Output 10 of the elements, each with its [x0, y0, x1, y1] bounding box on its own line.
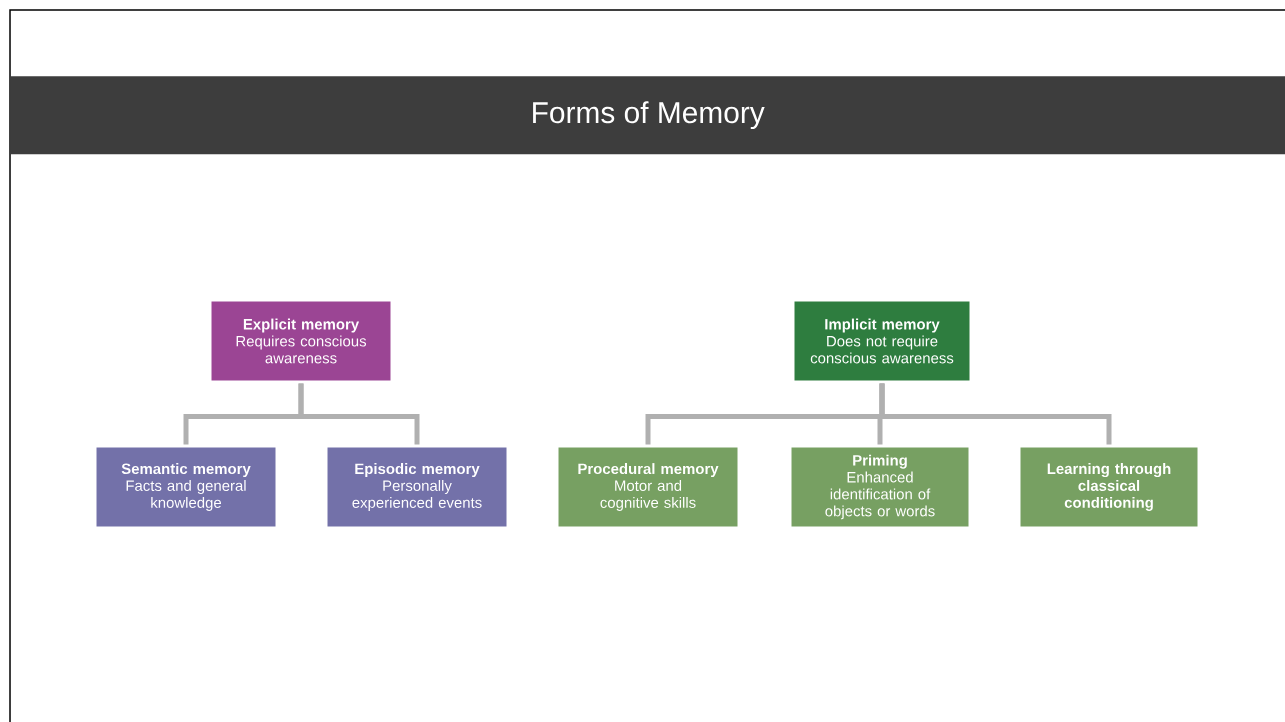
title-banner: Forms of Memory — [10, 76, 1285, 155]
memory-box: Learning through classical conditioning — [1017, 444, 1201, 530]
connector-line — [298, 383, 420, 445]
memory-box: Priming Enhanced identification of objects or words — [788, 444, 972, 530]
memory-box: Procedural memory Motor and cognitive skills — [555, 444, 741, 530]
memory-box: Semantic memory Facts and general knowledge — [93, 444, 279, 530]
connector-line — [879, 383, 1112, 445]
memory-box: Episodic memory Personally experienced events — [324, 444, 510, 530]
memory-box: Explicit memory Requires conscious awareness — [208, 298, 394, 384]
memory-box: Implicit memory Does not require conscious awareness — [791, 298, 973, 384]
